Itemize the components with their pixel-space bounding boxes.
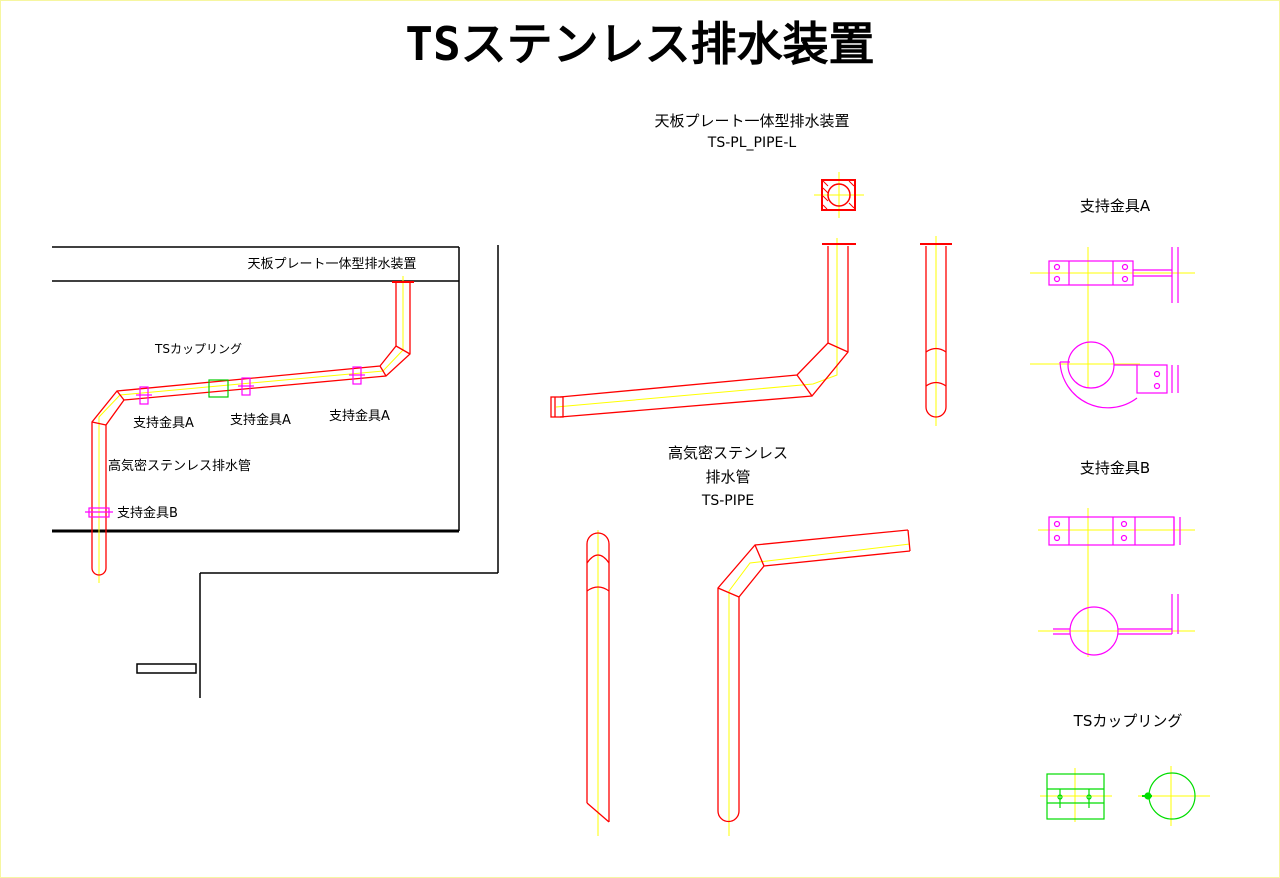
part-bracket-a: 支持金具A — [1030, 197, 1195, 409]
installation-coupling — [208, 379, 229, 398]
pipe-bent — [717, 529, 911, 836]
pipe-view: 高気密ステンレス 排水管 TS-PIPE — [586, 444, 911, 836]
pipe-name-line1: 高気密ステンレス — [668, 444, 788, 462]
installation-brackets-a — [136, 366, 365, 405]
label-bracket-a-1: 支持金具A — [133, 415, 194, 431]
installation-centerline — [98, 276, 404, 583]
installation-view: 天板プレート一体型排水装置 TSカップリング 支持金具A 支持金具A 支持金具A… — [52, 245, 499, 698]
part-bracket-b-label: 支持金具B — [1080, 459, 1150, 477]
plate-top-view — [814, 172, 864, 218]
building-outline — [52, 245, 499, 698]
label-coupling: TSカップリング — [154, 342, 242, 356]
label-bracket-a-2: 支持金具A — [230, 412, 291, 428]
plate-pipe-name: 天板プレート一体型排水装置 — [654, 112, 849, 130]
pipe-code: TS-PIPE — [701, 493, 754, 509]
label-bracket-b: 支持金具B — [117, 505, 178, 521]
part-bracket-b: 支持金具B — [1038, 459, 1195, 657]
plate-pipe-view: 天板プレート一体型排水装置 TS-PL_PIPE-L — [550, 112, 952, 426]
part-bracket-a-label: 支持金具A — [1080, 197, 1151, 215]
plate-side-view — [920, 236, 952, 426]
drawing-title: TSステンレス排水装置 — [405, 17, 874, 71]
plate-pipe-code: TS-PL_PIPE-L — [707, 135, 797, 151]
label-bracket-a-3: 支持金具A — [329, 408, 390, 424]
label-plate: 天板プレート一体型排水装置 — [247, 257, 416, 272]
installation-bracket-b — [85, 507, 113, 518]
part-coupling: TSカップリング — [1040, 712, 1210, 826]
pipe-name-line2: 排水管 — [705, 468, 750, 486]
label-pipe: 高気密ステンレス排水管 — [108, 458, 251, 474]
part-coupling-label: TSカップリング — [1073, 712, 1183, 730]
pipe-straight — [586, 530, 610, 836]
plate-l-pipe — [550, 243, 856, 418]
